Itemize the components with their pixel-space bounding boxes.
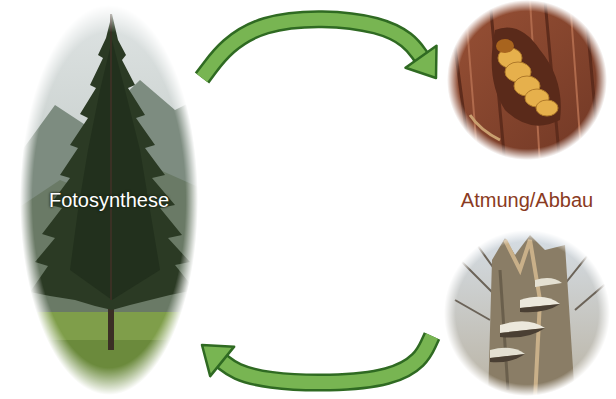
cycle-arrow xyxy=(202,336,432,383)
larch-photo xyxy=(15,0,205,399)
bracket-fungus xyxy=(490,278,562,362)
larva-photo xyxy=(440,0,616,165)
arrow-outline xyxy=(202,19,423,78)
stage-label: Fotosynthese xyxy=(49,188,169,212)
arrow-head xyxy=(405,46,436,78)
arrow-body xyxy=(219,336,432,383)
arrow-body xyxy=(202,19,423,78)
cycle-stage: Fotosynthese xyxy=(20,5,198,395)
fungi-photo xyxy=(440,228,616,399)
arrow-outline xyxy=(219,336,432,383)
stage-label: Atmung/Abbau xyxy=(461,188,593,212)
cycle-arrow xyxy=(202,19,437,78)
arrow-head xyxy=(202,345,234,376)
cycle-stage: Atmung/Abbau xyxy=(438,0,616,399)
